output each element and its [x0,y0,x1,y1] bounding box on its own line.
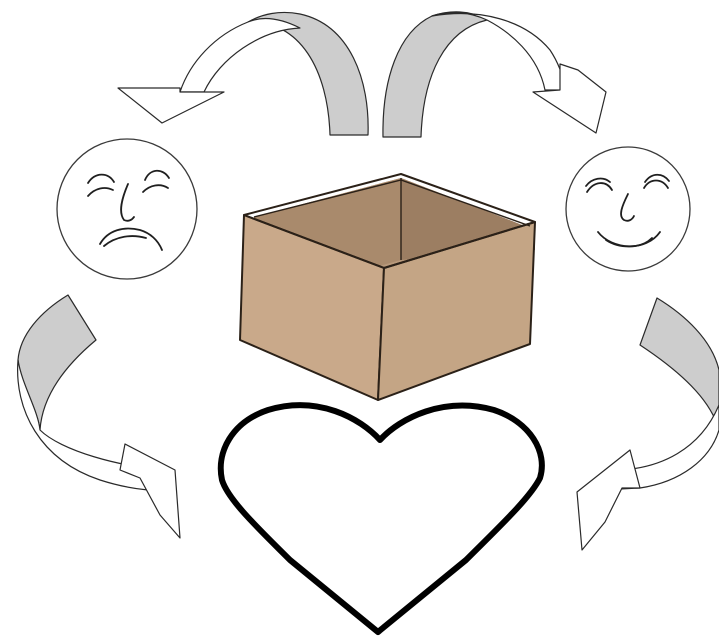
arrow-head [577,450,640,550]
arrow-head [118,88,224,123]
heart-outline [221,405,542,632]
heart-outline-icon [221,405,542,632]
happy-face-icon [566,147,690,271]
curved-arrow-bottom-left-icon [18,295,180,538]
arrow-head [120,444,180,538]
curved-arrow-top-left-icon [118,12,368,135]
open-box-icon [240,174,535,400]
arrow-band-grey [640,298,719,430]
face-outline [566,147,690,271]
curved-arrow-top-right-icon [383,12,606,137]
arrow-band-grey [383,12,487,137]
sad-face-icon [57,139,197,279]
face-outline [57,139,197,279]
arrow-band-white [180,19,300,92]
curved-arrow-bottom-right-icon [577,298,719,550]
